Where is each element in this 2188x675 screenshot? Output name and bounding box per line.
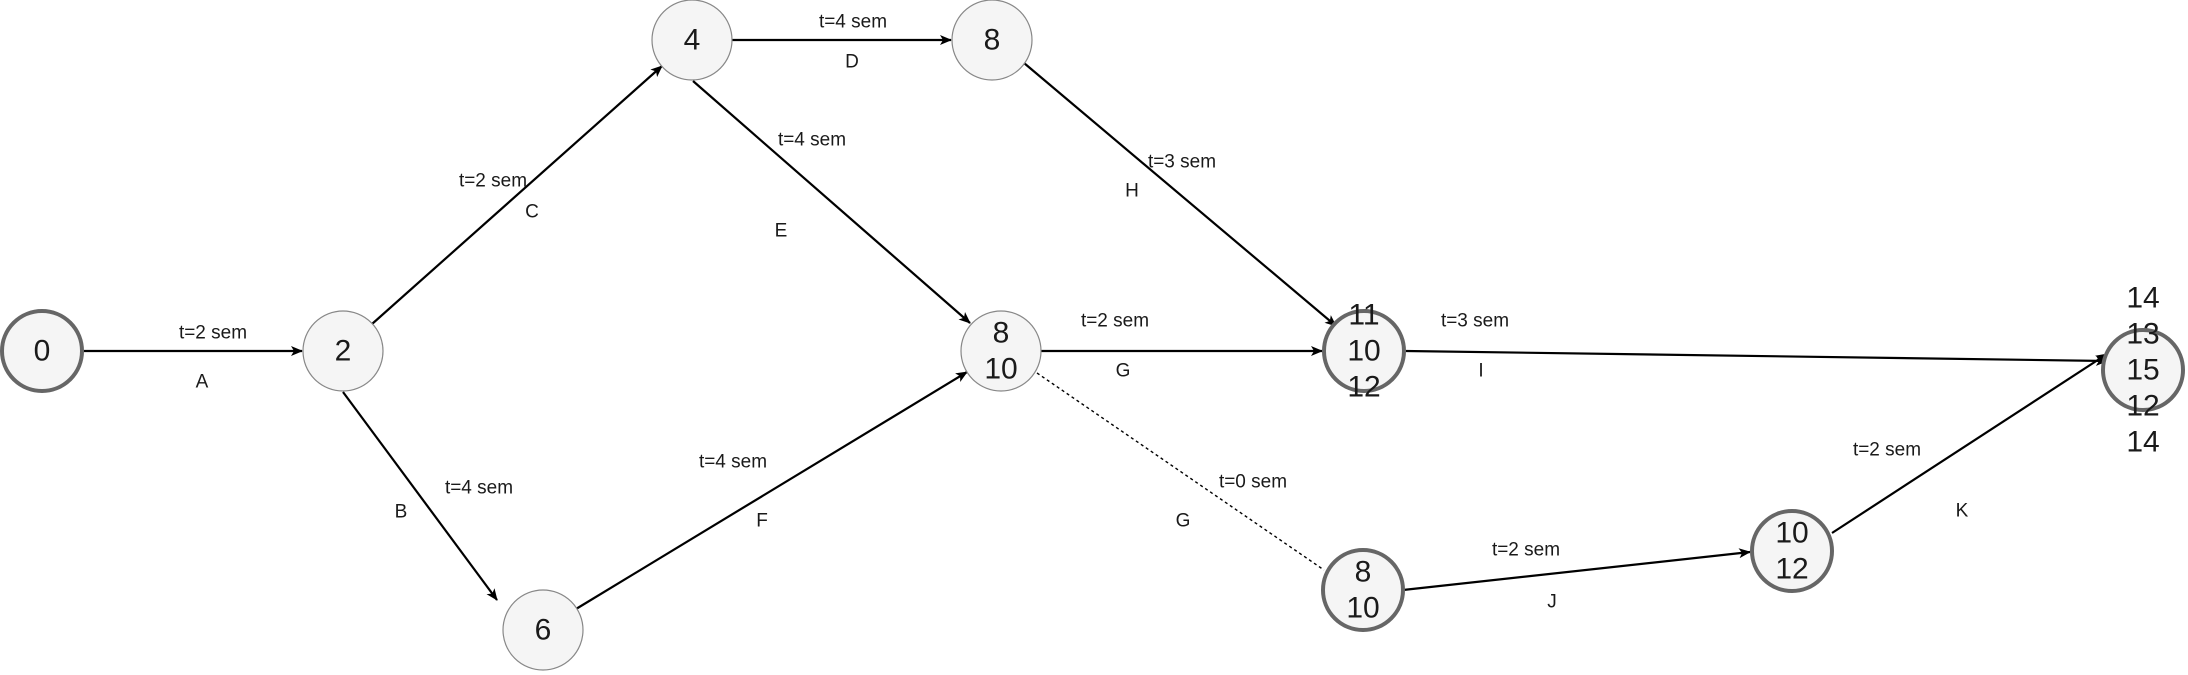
- node-2-label: 2: [335, 335, 352, 368]
- node-8-10-label-1: 8: [993, 317, 1010, 350]
- edge-d-name: D: [845, 52, 859, 73]
- node-11-10-12-label-2: 10: [1347, 335, 1380, 368]
- node-10-12-label-1: 10: [1775, 517, 1808, 550]
- node-final-label-3: 15: [2126, 354, 2159, 387]
- edge-h: [1023, 62, 1337, 327]
- edge-e: [692, 80, 971, 324]
- edge-d-time: t=4 sem: [819, 12, 887, 33]
- node-0-label: 0: [34, 335, 51, 368]
- edge-j: [1402, 548, 1751, 592]
- edge-k-time: t=2 sem: [1853, 440, 1921, 461]
- node-11-10-12-label-1: 11: [1348, 299, 1379, 332]
- edge-k: [1831, 353, 2108, 534]
- edges: [84, 35, 2108, 610]
- edge-a-time: t=2 sem: [179, 323, 247, 344]
- node-8-10: 8 10: [960, 310, 1042, 392]
- node-11-10-12: 11 10 12: [1322, 299, 1406, 404]
- node-8-10-b-label-2: 10: [1346, 592, 1379, 625]
- node-8: 8: [951, 0, 1033, 81]
- node-6-label: 6: [535, 614, 552, 647]
- edge-b: [342, 391, 498, 601]
- edge-f-name: F: [756, 511, 768, 532]
- node-10-12: 10 12: [1750, 509, 1834, 593]
- node-4: 4: [651, 0, 733, 81]
- edge-b-name: B: [395, 502, 408, 523]
- edge-i-name: I: [1478, 361, 1483, 382]
- node-8-label: 8: [984, 24, 1001, 57]
- edge-e-name: E: [775, 221, 788, 242]
- node-final-label-5: 14: [2126, 426, 2159, 459]
- edge-g-dummy-name: G: [1176, 511, 1191, 532]
- edge-f: [575, 371, 968, 610]
- edge-f-time: t=4 sem: [699, 452, 767, 473]
- edge-i: [1405, 349, 2108, 366]
- edge-e-time: t=4 sem: [778, 130, 846, 151]
- node-10-12-label-2: 12: [1775, 553, 1808, 586]
- edge-c-time: t=2 sem: [459, 171, 527, 192]
- edge-k-name: K: [1956, 501, 1969, 522]
- node-8-10-b-label-1: 8: [1355, 556, 1372, 589]
- edge-g-dummy-time: t=0 sem: [1219, 472, 1287, 493]
- edge-h-name: H: [1125, 181, 1139, 202]
- edge-c-name: C: [525, 202, 539, 223]
- edge-j-time: t=2 sem: [1492, 540, 1560, 561]
- edge-i-time: t=3 sem: [1441, 311, 1509, 332]
- node-8-10-label-2: 10: [984, 353, 1017, 386]
- edge-j-name: J: [1547, 592, 1557, 613]
- node-0: 0: [0, 309, 84, 393]
- node-final: 14 13 15 12 14: [2101, 282, 2185, 459]
- node-11-10-12-label-3: 12: [1347, 371, 1380, 404]
- edge-h-time: t=3 sem: [1148, 152, 1216, 173]
- node-final-label-2: 13: [2126, 318, 2159, 351]
- edge-g-time: t=2 sem: [1081, 311, 1149, 332]
- node-final-label-4: 12: [2126, 390, 2159, 423]
- edge-b-time: t=4 sem: [445, 478, 513, 499]
- edge-g-name: G: [1116, 361, 1131, 382]
- node-final-label-1: 14: [2126, 282, 2159, 315]
- edge-labels: t=2 sem A t=4 sem B t=2 sem C t=4 sem D …: [179, 12, 1969, 613]
- edge-g-dummy: [1036, 372, 1325, 571]
- node-2: 2: [302, 310, 384, 392]
- edge-a-name: A: [196, 372, 209, 393]
- node-8-10-b: 8 10: [1321, 548, 1405, 632]
- node-4-label: 4: [684, 24, 701, 57]
- edge-c: [371, 65, 663, 325]
- node-6: 6: [502, 589, 584, 671]
